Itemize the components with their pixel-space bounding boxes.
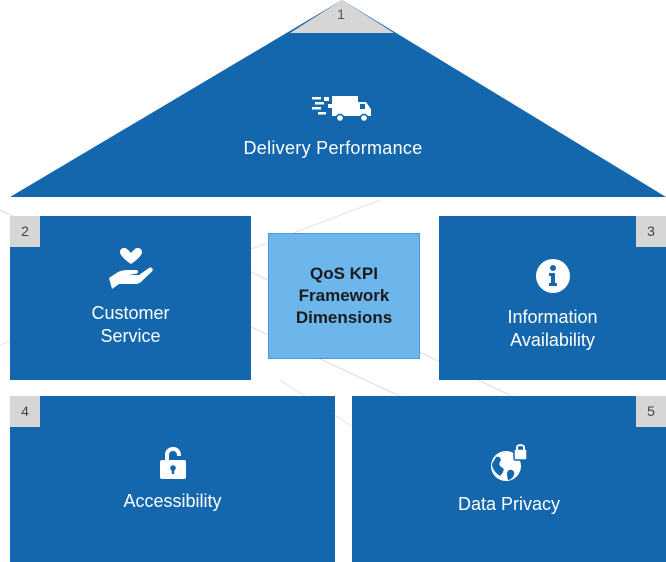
framework-title-box: QoS KPI Framework Dimensions — [268, 233, 420, 359]
heart-in-hand-icon — [108, 248, 153, 289]
framework-title-line3: Dimensions — [295, 308, 393, 327]
dimension-number: 3 — [636, 216, 666, 247]
delivery-truck-icon — [312, 96, 371, 122]
framework-title-line2: Framework — [298, 286, 390, 305]
globe-lock-icon — [491, 443, 528, 481]
info-circle-icon — [535, 259, 570, 293]
dimension-label: Delivery Performance — [243, 138, 423, 158]
dimension-label-line1: Information — [507, 307, 598, 327]
dimension-data-privacy: 5 Data Privacy — [352, 396, 666, 562]
dimension-number: 2 — [10, 216, 40, 247]
dimension-label-line2: Availability — [510, 330, 595, 350]
dimension-information-availability: 3 Information Availability — [439, 216, 666, 380]
dimension-label: Accessibility — [123, 490, 222, 511]
dimension-accessibility: 4 Accessibility — [10, 396, 335, 562]
dimension-label: Data Privacy — [457, 493, 561, 514]
dimension-label-line1: Customer — [91, 303, 170, 323]
dimension-customer-service: 2 Customer Service — [10, 216, 251, 380]
dimension-label-line2: Service — [100, 326, 161, 346]
dimension-number: 1 — [337, 6, 345, 22]
dimension-number: 4 — [10, 396, 40, 427]
unlocked-padlock-icon — [159, 446, 186, 479]
framework-title-line1: QoS KPI — [309, 264, 378, 283]
dimension-number: 5 — [636, 396, 666, 427]
